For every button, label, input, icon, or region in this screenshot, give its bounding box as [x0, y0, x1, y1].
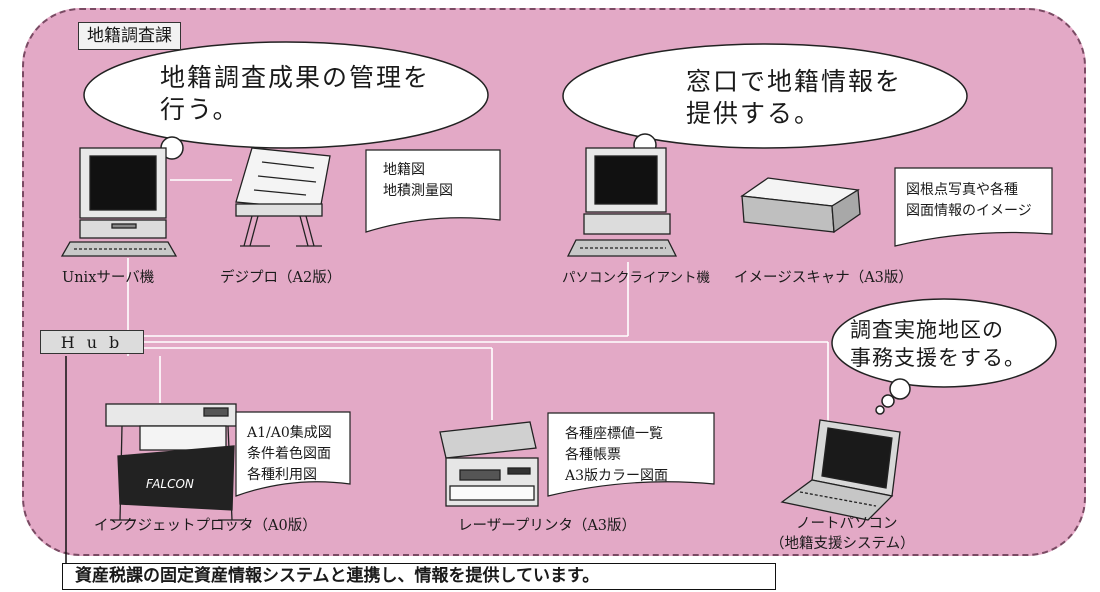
image-scanner-icon — [740, 177, 861, 234]
unix-server-icon — [60, 147, 178, 257]
bubble-line: 地籍調査成果の管理を — [160, 63, 431, 92]
note-scanner: 図根点写真や各種 図面情報のイメージ — [906, 180, 1032, 222]
pc-client-icon — [566, 147, 678, 257]
caption-plotter: インクジェットプロッタ（A0版） — [94, 518, 317, 534]
caption-pc-client: パソコンクライアント機 — [562, 270, 710, 286]
bubble-line: 窓口で地籍情報を — [686, 67, 903, 96]
bubble-line: 行う。 — [160, 95, 240, 124]
note-line: A1/A0集成図 — [247, 425, 332, 441]
hub-box: Hub — [40, 330, 144, 354]
notebook-pc-icon — [780, 419, 901, 521]
plotter-brand: FALCON — [146, 477, 194, 491]
bubble-support-text: 調査実施地区の 事務支援をする。 — [850, 316, 1026, 372]
footer-caption: 資産税課の固定資産情報システムと連携し、情報を提供しています。 — [62, 563, 776, 590]
bubble-line: 事務支援をする。 — [850, 346, 1026, 370]
note-line: 図面情報のイメージ — [906, 203, 1032, 219]
inkjet-plotter-icon: FALCON — [105, 403, 244, 521]
network-cables — [127, 179, 829, 455]
note-line: 各種帳票 — [565, 447, 621, 463]
digitizer-icon — [235, 147, 331, 247]
caption-digipro: デジプロ（A2版） — [220, 270, 342, 286]
note-plotter: A1/A0集成図 条件着色図面 各種利用図 — [247, 423, 332, 486]
note-line: 条件着色図面 — [247, 446, 331, 462]
bubble-management-text: 地籍調査成果の管理を 行う。 — [160, 62, 430, 126]
note-printer: 各種座標値一覧 各種帳票 A3版カラー図面 — [565, 424, 668, 487]
note-line: 各種利用図 — [247, 467, 317, 483]
caption-notebook-line1: ノートパソコン — [796, 516, 898, 532]
note-docs — [235, 149, 1053, 497]
note-line: 地籍図 — [383, 162, 425, 178]
note-line: 図根点写真や各種 — [906, 182, 1018, 198]
cloud-bubble-support — [831, 298, 1057, 415]
laser-printer-icon — [439, 421, 539, 507]
section-label: 地籍調査課 — [78, 22, 181, 50]
note-line: 地積測量図 — [383, 183, 453, 199]
caption-printer: レーザープリンタ（A3版） — [458, 518, 637, 534]
bubble-counter-text: 窓口で地籍情報を 提供する。 — [686, 66, 902, 130]
caption-notebook-line2: （地籍支援システム） — [770, 536, 915, 552]
caption-scanner: イメージスキャナ（A3版） — [734, 270, 913, 286]
note-line: 各種座標値一覧 — [565, 426, 663, 442]
note-digipro: 地籍図 地積測量図 — [383, 160, 453, 202]
bubble-line: 調査実施地区の — [850, 318, 1004, 342]
caption-unix-server: Unixサーバ機 — [62, 270, 155, 286]
note-line: A3版カラー図面 — [565, 468, 669, 484]
bubble-line: 提供する。 — [686, 99, 822, 128]
